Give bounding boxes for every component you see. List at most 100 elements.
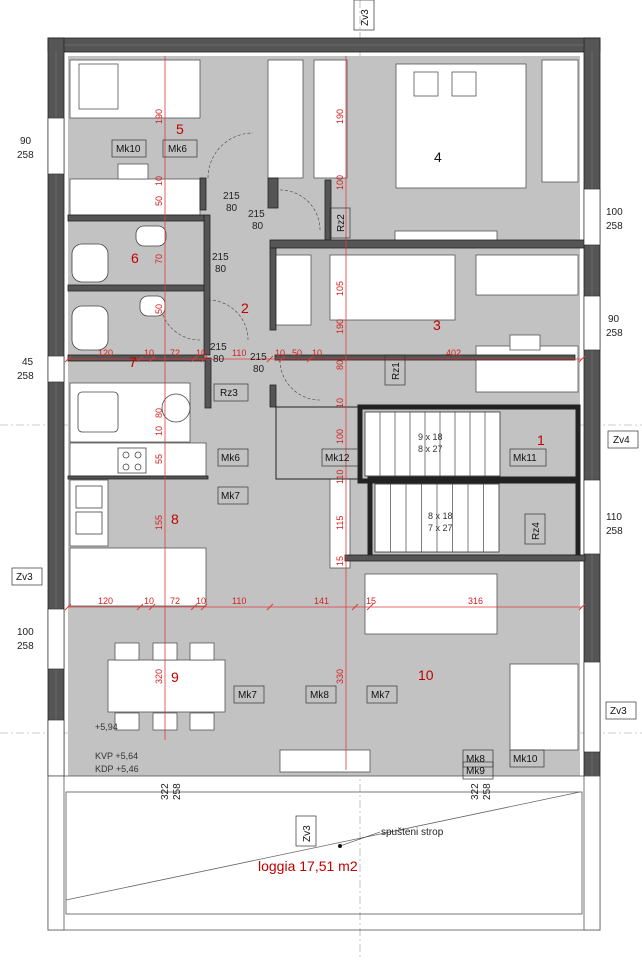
dimension-tick [306, 355, 314, 363]
door-dim-80-b: 80 [252, 221, 264, 232]
win-dim-322-b: 322 [470, 783, 481, 800]
dimension-tick [266, 355, 274, 363]
dim-190-c: 190 [335, 319, 345, 334]
tag-mk12: Mk12 [325, 453, 350, 464]
dim-55: 55 [154, 454, 164, 464]
ceiling-note: spušteni strop [381, 827, 444, 838]
dim-10-i: 10 [335, 398, 345, 408]
door-dim-80-e: 80 [253, 364, 265, 375]
dimension-tick [578, 355, 586, 363]
dim-100-b: 100 [335, 429, 345, 444]
dimension-tick [351, 603, 359, 611]
dim-50-c: 50 [292, 348, 302, 358]
dim-10-e: 10 [312, 348, 322, 358]
dim-110-a: 110 [232, 348, 246, 358]
tag-rz2: Rz2 [336, 214, 347, 232]
win-dim-258-b: 258 [606, 221, 623, 232]
win-dim-110: 110 [606, 512, 622, 523]
tag-mk6-top: Mk6 [168, 144, 187, 155]
dim-15-b: 15 [366, 596, 376, 606]
door-swings [159, 132, 321, 401]
dim-105: 105 [335, 281, 345, 296]
room-number-9: 9 [171, 669, 179, 685]
tag-mk7-kitchen: Mk7 [221, 491, 240, 502]
stair-lower-b: 7 x 27 [428, 523, 453, 533]
level-1: +5,94 [95, 722, 118, 732]
door-dim-80-a: 80 [226, 203, 238, 214]
dim-120-a: 120 [98, 348, 113, 358]
room-number-2: 2 [241, 300, 249, 316]
tag-rz4: Rz4 [531, 522, 542, 540]
tag-zv3-right: Zv3 [610, 706, 627, 717]
tag-mk10-top: Mk10 [116, 144, 141, 155]
win-dim-100-b: 100 [17, 627, 34, 638]
dim-120-b: 120 [98, 596, 113, 606]
loggia-area: loggia 17,51 m2 [258, 858, 358, 874]
dimension-lines [68, 56, 582, 770]
dim-80-a: 80 [335, 360, 345, 370]
dim-10-h: 10 [154, 426, 164, 436]
level-3: KDP +5,46 [95, 764, 139, 774]
win-dim-258-e: 258 [606, 526, 623, 537]
dim-190-b: 190 [335, 109, 345, 124]
stair-lower-a: 8 x 18 [428, 511, 453, 521]
door-dim-80-d: 80 [213, 354, 225, 365]
win-dim-45: 45 [22, 357, 34, 368]
label-boxes [11, 0, 639, 847]
tag-mk6-kitchen: Mk6 [221, 453, 240, 464]
dimension-tick [200, 603, 208, 611]
tag-zv3-top: Zv3 [360, 9, 371, 26]
dim-330: 330 [335, 669, 345, 684]
door-dim-80-c: 80 [215, 264, 227, 275]
dimension-tick [136, 603, 144, 611]
tag-zv3-left: Zv3 [16, 572, 33, 583]
room-number-8: 8 [171, 511, 179, 527]
door-dim-215-d: 215 [210, 342, 227, 353]
win-dim-90-b: 90 [608, 314, 620, 325]
dimension-tick [366, 603, 374, 611]
loggia [47, 775, 601, 931]
dim-10-c: 10 [196, 348, 206, 358]
tag-mk8-a: Mk8 [310, 690, 329, 701]
door-dim-215-b: 215 [248, 209, 265, 220]
room-number-1: 1 [537, 432, 545, 448]
tag-mk11: Mk11 [513, 453, 537, 464]
win-dim-258-c: 258 [606, 328, 623, 339]
win-dim-90-a: 90 [20, 136, 32, 147]
dim-10-d: 10 [275, 348, 285, 358]
dimension-tick [64, 355, 72, 363]
dim-10-f: 10 [144, 596, 154, 606]
tag-mk9: Mk9 [466, 766, 485, 777]
room-number-4: 4 [434, 149, 442, 165]
dim-72-b: 72 [170, 596, 180, 606]
dim-190-a: 190 [154, 109, 164, 124]
dim-15: 15 [335, 556, 345, 566]
dim-110-b: 110 [335, 470, 345, 484]
win-dim-100-a: 100 [606, 207, 623, 218]
dim-320: 320 [154, 669, 164, 684]
dimension-tick [190, 603, 198, 611]
level-2: KVP +5,64 [95, 751, 138, 761]
tag-zv4: Zv4 [613, 435, 630, 446]
dimension-tick [148, 603, 156, 611]
win-dim-258-f: 258 [17, 641, 34, 652]
stair-upper-b: 8 x 27 [418, 444, 443, 454]
room-number-7: 7 [129, 354, 137, 370]
win-dim-258-a: 258 [17, 150, 34, 161]
tag-rz1: Rz1 [391, 362, 402, 380]
bathroom-fixtures [71, 225, 191, 535]
dim-72-a: 72 [170, 348, 180, 358]
dim-141: 141 [314, 596, 329, 606]
dimension-tick [136, 355, 144, 363]
dimension-tick [578, 603, 586, 611]
tag-mk7-a: Mk7 [238, 690, 257, 701]
door-dim-215-c: 215 [212, 252, 229, 263]
room-number-3: 3 [433, 317, 441, 333]
dim-10-b: 10 [144, 348, 154, 358]
win-dim-258-h: 258 [482, 783, 493, 800]
white-fixtures [69, 59, 579, 773]
dim-100-a: 100 [335, 175, 345, 190]
dimension-tick [148, 355, 156, 363]
dim-110-c: 110 [232, 596, 246, 606]
